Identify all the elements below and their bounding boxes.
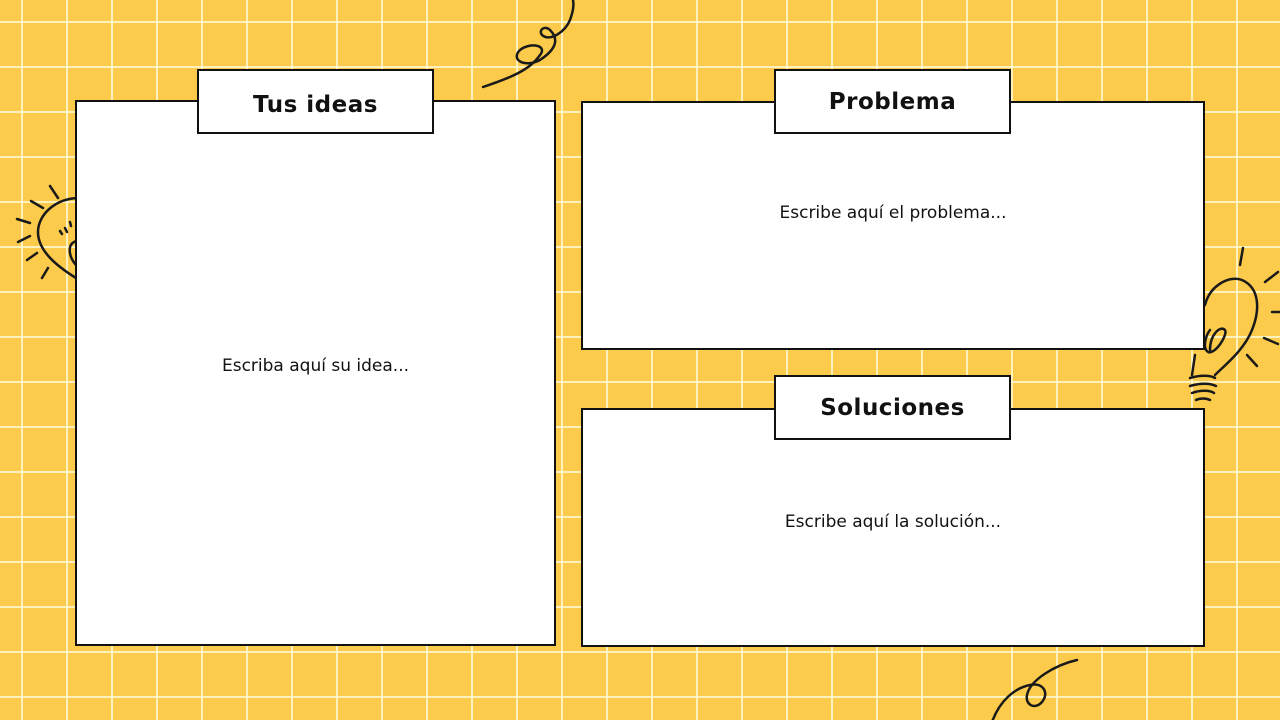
solutions-text-field[interactable]: Escribe aquí la solución... bbox=[784, 512, 1002, 532]
problem-text-field[interactable]: Escribe aquí el problema... bbox=[779, 203, 1007, 223]
problem-card: Escribe aquí el problema... bbox=[581, 101, 1205, 350]
solutions-card: Escribe aquí la solución... bbox=[581, 408, 1205, 647]
squiggle-top-icon bbox=[481, 0, 575, 89]
squiggle-bottom-icon bbox=[991, 658, 1079, 720]
lightbulb-left-icon bbox=[15, 184, 82, 280]
ideas-card: Escriba aquí su idea... bbox=[75, 100, 556, 646]
ideas-title: Tus ideas bbox=[197, 69, 434, 134]
solutions-title: Soluciones bbox=[774, 375, 1011, 440]
problem-title: Problema bbox=[774, 69, 1011, 134]
lightbulb-right-icon bbox=[1188, 246, 1280, 402]
ideas-text-field[interactable]: Escriba aquí su idea... bbox=[221, 356, 410, 376]
